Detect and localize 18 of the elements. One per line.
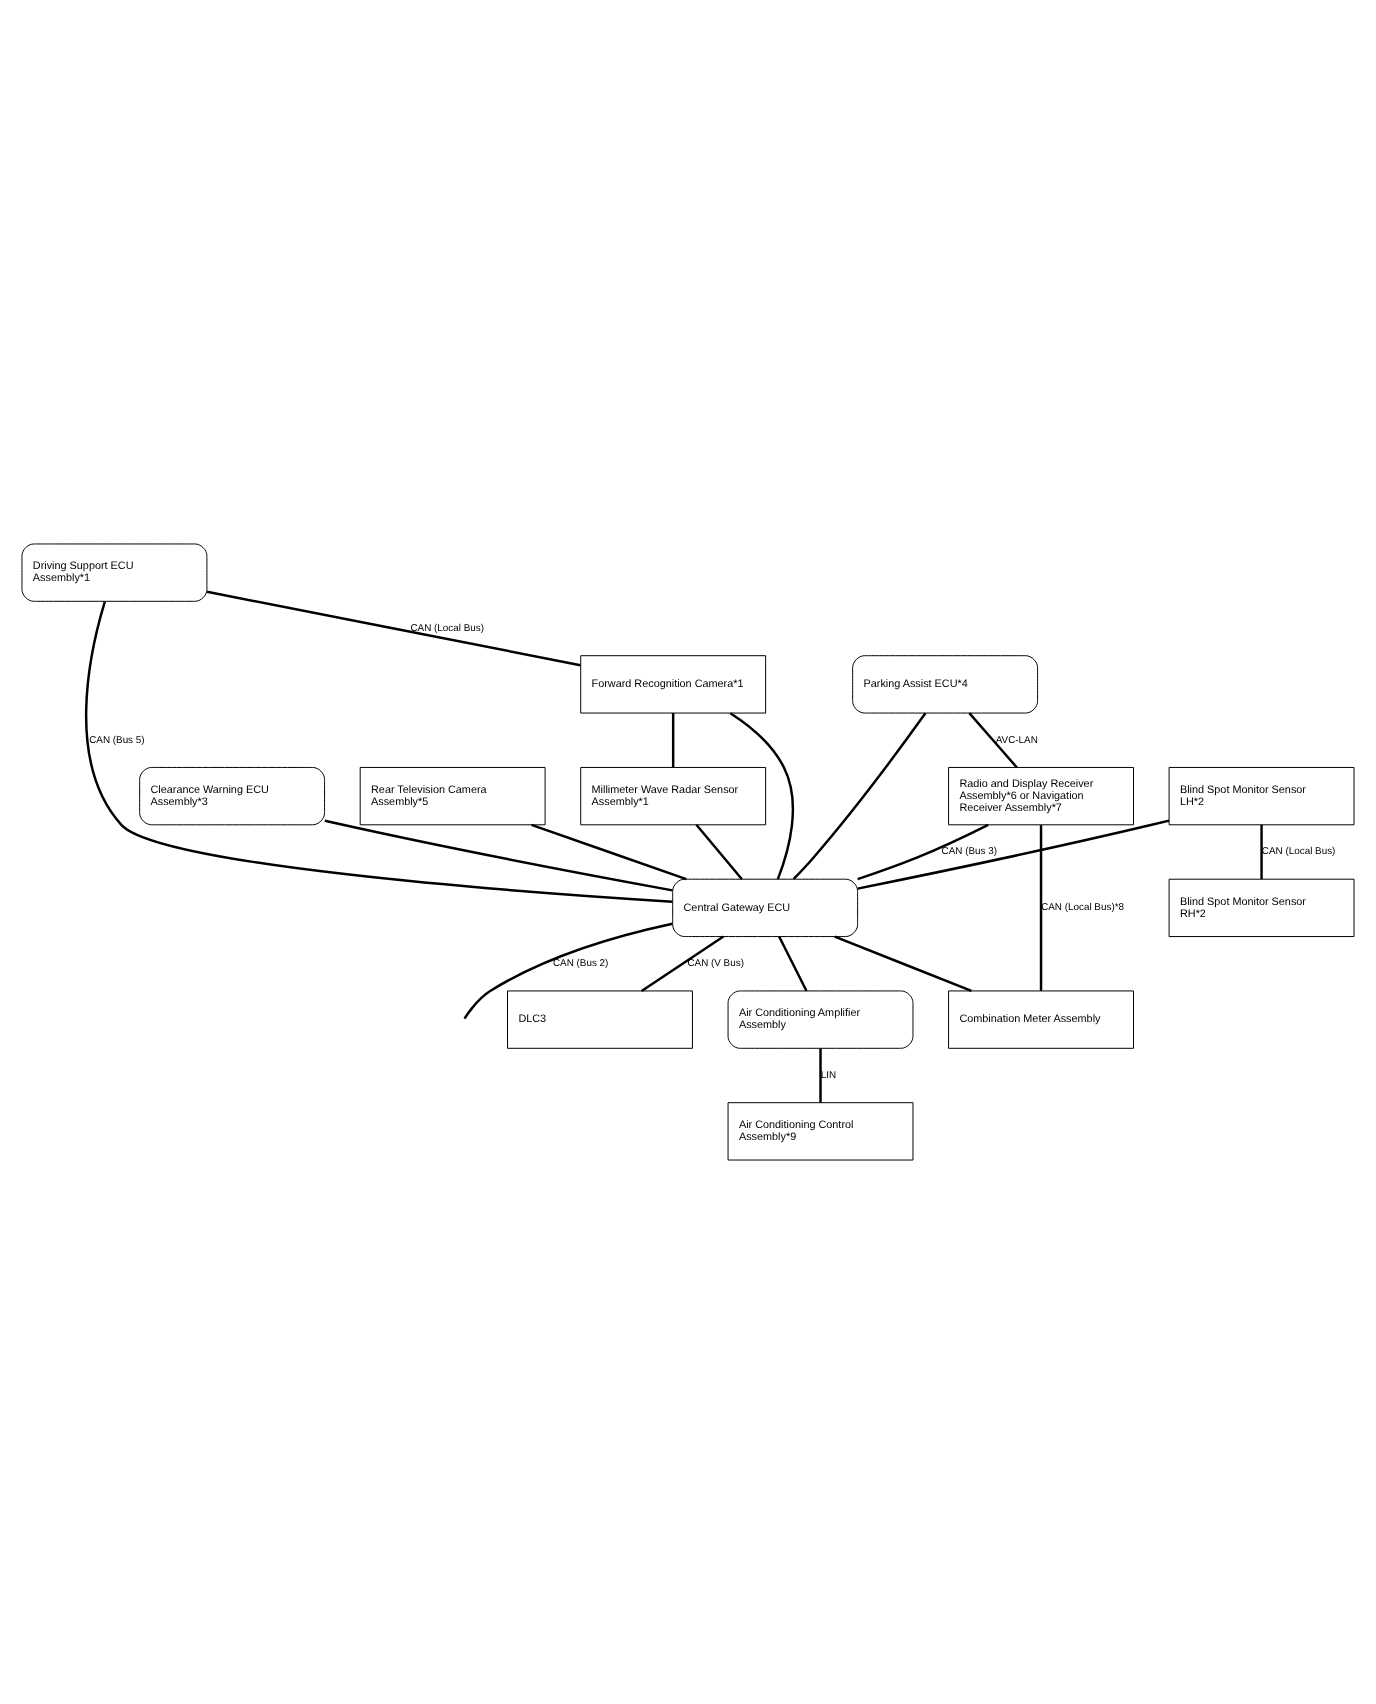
connector xyxy=(640,935,725,992)
connector xyxy=(834,935,972,993)
connector xyxy=(729,712,795,880)
connector xyxy=(671,713,675,768)
connector xyxy=(857,819,1170,890)
connector xyxy=(778,936,808,992)
connector xyxy=(1260,824,1263,880)
connector xyxy=(792,712,927,880)
connector xyxy=(463,922,673,1020)
connector xyxy=(819,1048,822,1103)
connector xyxy=(324,819,673,892)
connector xyxy=(85,601,673,903)
connector xyxy=(1039,825,1043,991)
connector xyxy=(857,823,989,881)
connector xyxy=(206,590,581,667)
connector xyxy=(695,824,743,880)
connector xyxy=(968,712,1018,769)
connector xyxy=(531,823,687,881)
